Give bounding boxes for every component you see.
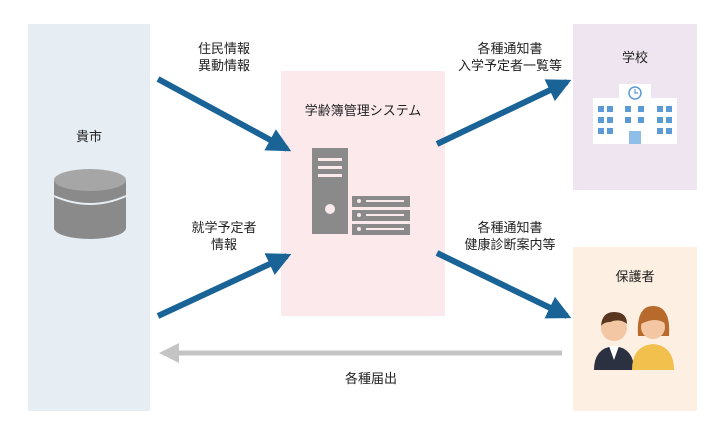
- edge-label-resident-info: 住民情報 異動情報: [168, 41, 280, 75]
- edge-label-line: 健康診断案内等: [464, 238, 556, 253]
- arrow-to-guardian: [435, 250, 572, 319]
- edge-label-line: 入学予定者一覧等: [457, 59, 562, 74]
- edge-label-line: 情報: [210, 238, 237, 253]
- school-building-icon: [593, 84, 677, 144]
- school-label: 学校: [621, 51, 648, 66]
- database-icon: [53, 169, 127, 239]
- arrow-resident-info: [156, 76, 292, 152]
- edge-label-to-school: 各種通知書 入学予定者一覧等: [448, 41, 572, 75]
- server-icon: [312, 148, 410, 235]
- city-label: 貴市: [75, 130, 102, 145]
- edge-label-line: 住民情報: [197, 42, 250, 57]
- edge-label-line: 異動情報: [197, 59, 250, 74]
- edge-label-line: 各種通知書: [477, 221, 543, 236]
- edge-label-line: 各種通知書: [477, 42, 543, 57]
- system-label: 学齢簿管理システム: [304, 104, 422, 119]
- system-node: [281, 71, 445, 316]
- guardian-label: 保護者: [615, 270, 655, 285]
- arrow-enrollee-info: [156, 253, 292, 319]
- arrow-to-school: [435, 79, 572, 147]
- edge-label-to-guardian: 各種通知書 健康診断案内等: [448, 220, 572, 254]
- edge-label-submissions: 各種届出: [344, 372, 397, 387]
- edge-label-line: 就学予定者: [191, 221, 257, 236]
- edge-label-enrollee-info: 就学予定者 情報: [168, 220, 280, 254]
- parents-icon: [594, 306, 674, 370]
- guardian-node: [573, 247, 697, 411]
